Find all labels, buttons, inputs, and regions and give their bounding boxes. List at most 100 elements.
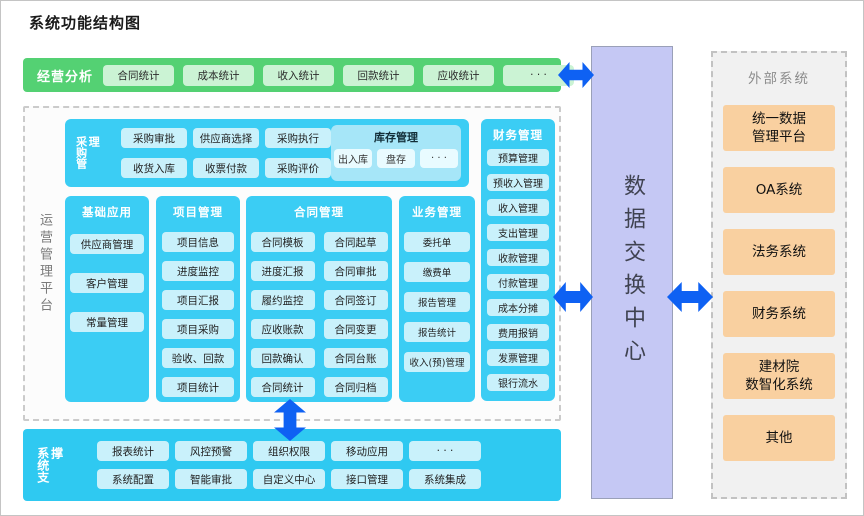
external-system-item: OA系统 <box>723 167 835 213</box>
finance-item: 银行流水 <box>487 374 549 391</box>
business-analysis-bar: 经营分析 合同统计成本统计收入统计回款统计应收统计· · · <box>23 58 574 92</box>
procurement-item: 收票付款 <box>193 158 259 178</box>
procurement-item: 采购执行 <box>265 128 331 148</box>
basic-apps-item: 客户管理 <box>70 273 144 293</box>
project-items: 项目信息进度监控项目汇报项目采购验收、回款项目统计 <box>156 232 240 397</box>
external-system-item: 法务系统 <box>723 229 835 275</box>
project-column: 项目管理 项目信息进度监控项目汇报项目采购验收、回款项目统计 <box>156 196 240 402</box>
business-analysis-items: 合同统计成本统计收入统计回款统计应收统计· · · <box>103 64 574 86</box>
system-support-item: 报表统计 <box>97 441 169 461</box>
system-support-item: 系统配置 <box>97 469 169 489</box>
external-system-item: 建材院 数智化系统 <box>723 353 835 399</box>
contract-item: 合同台账 <box>323 348 388 368</box>
contract-item: 合同归档 <box>323 377 388 397</box>
inventory-item: 盘存 <box>377 149 415 168</box>
system-support-item: 移动应用 <box>331 441 403 461</box>
procurement-item: 采购评价 <box>265 158 331 178</box>
business-analysis-item: 应收统计 <box>423 64 494 86</box>
finance-item: 费用报销 <box>487 324 549 341</box>
project-item: 项目汇报 <box>162 290 234 310</box>
external-system-item: 财务系统 <box>723 291 835 337</box>
finance-items: 预算管理预收入管理收入管理支出管理收款管理付款管理成本分摊费用报销发票管理银行流… <box>481 149 555 391</box>
project-item: 验收、回款 <box>162 348 234 368</box>
finance-item: 预收入管理 <box>487 174 549 191</box>
external-systems-box: 外部系统 统一数据 管理平台 OA系统法务系统财务系统建材院 数智化系统其他 <box>711 51 847 499</box>
procurement-label: 采购管理 <box>74 136 101 169</box>
project-item: 项目统计 <box>162 377 234 397</box>
operation-platform-box: 运营管理平台 采购管理 采购审批供应商选择采购执行收货入库收票付款采购评价 库存… <box>23 106 561 421</box>
procurement-items: 采购审批供应商选择采购执行收货入库收票付款采购评价 <box>121 128 331 178</box>
external-systems-label: 外部系统 <box>748 71 810 87</box>
inventory-items: 出入库盘存 · · · <box>331 149 461 168</box>
business-analysis-label: 经营分析 <box>37 69 94 85</box>
inventory-label: 库存管理 <box>374 131 418 144</box>
basic-apps-item: 常量管理 <box>70 312 144 332</box>
business-item: 报告统计 <box>404 322 470 342</box>
system-support-bar: 系统支撑 报表统计风控预警组织权限移动应用· · ·系统配置智能审批自定义中心接… <box>23 429 561 501</box>
contract-items: 合同模板合同起草进度汇报合同审批履约监控合同签订应收账款合同变更回款确认合同台账… <box>246 232 392 397</box>
business-item: 缴费单 <box>404 262 470 282</box>
contract-item: 合同变更 <box>323 319 388 339</box>
business-analysis-item: 回款统计 <box>343 64 414 86</box>
system-support-label: 系统支撑 <box>35 447 64 483</box>
business-label: 业务管理 <box>412 205 462 219</box>
business-analysis-item: · · · <box>503 64 574 86</box>
project-label: 项目管理 <box>173 205 223 219</box>
data-exchange-center-label: 数据交换中心 <box>620 173 645 372</box>
arrow-exchange-external-icon <box>667 282 713 312</box>
finance-item: 支出管理 <box>487 224 549 241</box>
operation-platform-label: 运营管理平台 <box>37 212 52 315</box>
inventory-item: · · · <box>420 149 458 168</box>
basic-apps-column: 基础应用 供应商管理客户管理常量管理 <box>65 196 149 402</box>
contract-label: 合同管理 <box>294 205 344 219</box>
contract-item: 合同审批 <box>323 261 388 281</box>
business-analysis-item: 收入统计 <box>263 64 334 86</box>
contract-item: 进度汇报 <box>250 261 315 281</box>
page-title: 系统功能结构图 <box>29 14 142 32</box>
business-analysis-item: 合同统计 <box>103 64 174 86</box>
system-support-item: 智能审批 <box>175 469 247 489</box>
finance-item: 付款管理 <box>487 274 549 291</box>
project-item: 进度监控 <box>162 261 234 281</box>
basic-apps-item: 供应商管理 <box>70 234 144 254</box>
business-items: 委托单缴费单报告管理报告统计收入(预)管理 <box>399 232 475 372</box>
contract-item: 履约监控 <box>250 290 315 310</box>
business-column: 业务管理 委托单缴费单报告管理报告统计收入(预)管理 <box>399 196 475 402</box>
system-support-items: 报表统计风控预警组织权限移动应用· · ·系统配置智能审批自定义中心接口管理系统… <box>97 441 481 489</box>
system-support-item: 接口管理 <box>331 469 403 489</box>
business-item: 委托单 <box>404 232 470 252</box>
contract-item: 合同模板 <box>250 232 315 252</box>
external-systems-items: 统一数据 管理平台 OA系统法务系统财务系统建材院 数智化系统其他 <box>713 105 845 461</box>
finance-item: 预算管理 <box>487 149 549 166</box>
business-item: 收入(预)管理 <box>404 352 470 372</box>
contract-item: 回款确认 <box>250 348 315 368</box>
inventory-item: 出入库 <box>334 149 372 168</box>
finance-item: 收入管理 <box>487 199 549 216</box>
contract-item: 合同签订 <box>323 290 388 310</box>
contract-item: 应收账款 <box>250 319 315 339</box>
contract-column: 合同管理 合同模板合同起草进度汇报合同审批履约监控合同签订应收账款合同变更回款确… <box>246 196 392 402</box>
basic-apps-label: 基础应用 <box>82 205 132 219</box>
project-item: 项目采购 <box>162 319 234 339</box>
finance-label: 财务管理 <box>493 128 543 142</box>
finance-column: 财务管理 预算管理预收入管理收入管理支出管理收款管理付款管理成本分摊费用报销发票… <box>481 119 555 401</box>
contract-item: 合同起草 <box>323 232 388 252</box>
procurement-item: 供应商选择 <box>193 128 259 148</box>
external-system-item: 其他 <box>723 415 835 461</box>
procurement-item: 采购审批 <box>121 128 187 148</box>
system-support-item: 系统集成 <box>409 469 481 489</box>
data-exchange-center: 数据交换中心 <box>591 46 673 499</box>
system-support-item: · · · <box>409 441 481 461</box>
basic-apps-items: 供应商管理客户管理常量管理 <box>65 234 149 332</box>
project-item: 项目信息 <box>162 232 234 252</box>
finance-item: 成本分摊 <box>487 299 549 316</box>
procurement-item: 收货入库 <box>121 158 187 178</box>
finance-item: 收款管理 <box>487 249 549 266</box>
inventory-panel: 库存管理 出入库盘存 · · · <box>331 125 461 181</box>
external-system-item: 统一数据 管理平台 <box>723 105 835 151</box>
system-support-item: 风控预警 <box>175 441 247 461</box>
system-support-item: 自定义中心 <box>253 469 325 489</box>
contract-item: 合同统计 <box>250 377 315 397</box>
business-item: 报告管理 <box>404 292 470 312</box>
